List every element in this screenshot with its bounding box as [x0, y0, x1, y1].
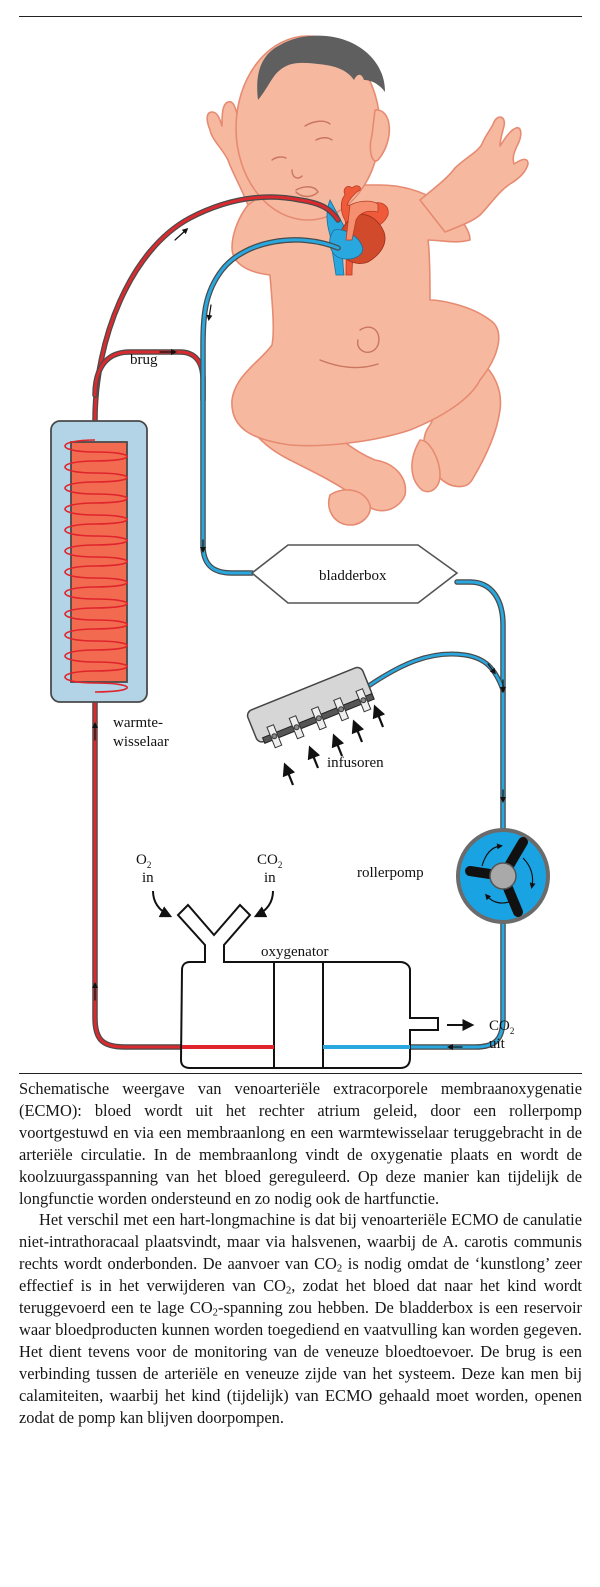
roller-pump: [456, 828, 550, 924]
baby-hair: [257, 35, 385, 100]
infusor-valve: [360, 697, 367, 704]
label-bridge: brug: [130, 352, 158, 368]
infusion-arrow: [307, 745, 321, 769]
infusion-arrow: [372, 704, 386, 728]
infusion-arrow: [282, 762, 296, 786]
infusor-manifold: [246, 666, 386, 786]
caption-paragraph-1: Schematische weergave van venoarteriële …: [19, 1079, 582, 1208]
label-heat-exchanger-1: warmte-: [113, 715, 163, 731]
label-o2-in: O2: [136, 852, 151, 870]
baby-eye-left: [271, 156, 287, 161]
baby-right-foot: [411, 439, 441, 493]
infusor-valve: [271, 733, 278, 740]
figure-caption: Schematische weergave van venoarteriële …: [19, 1078, 582, 1429]
baby-illustration: [206, 35, 529, 526]
caption-rule: [19, 1073, 582, 1074]
label-infusors: infusoren: [327, 755, 384, 771]
baby-left-foot: [328, 489, 372, 526]
co2-in-arrow: [253, 890, 274, 918]
venous-line: [200, 237, 506, 1050]
label-bladderbox: bladderbox: [319, 568, 387, 584]
infusor-valve: [293, 724, 300, 731]
label-oxygenator: oxygenator: [261, 944, 328, 960]
label-o2-in-word: in: [142, 870, 154, 886]
label-heat-exchanger-2: wisselaar: [113, 734, 169, 750]
baby-ear: [369, 109, 391, 162]
label-roller-pump: rollerpomp: [357, 865, 424, 881]
infusor-valve: [338, 706, 345, 713]
bladderbox: [250, 544, 459, 604]
baby-eyebrow: [304, 120, 331, 127]
label-co2-out: CO2: [489, 1018, 514, 1036]
infusion-arrow: [331, 733, 345, 757]
caption-paragraph-2: Het verschil met een hart-longmachine is…: [19, 1210, 582, 1427]
heart-illustration: [326, 185, 389, 276]
infusion-arrow: [351, 719, 365, 743]
label-co2-out-word: uit: [489, 1036, 506, 1052]
infusor-valve: [315, 715, 322, 722]
oxygenator: [176, 903, 439, 1069]
ecmo-diagram: brug warmte- wisselaar bladderbox infuso…: [50, 35, 550, 1069]
baby-navel: [357, 326, 380, 353]
baby-eye: [315, 137, 333, 141]
o2-in-arrow: [152, 890, 173, 918]
baby-belly-fold: [319, 359, 379, 369]
baby-right-arm: [419, 116, 529, 233]
heat-exchanger: [50, 420, 148, 703]
baby-nose: [291, 169, 303, 179]
top-rule: [19, 16, 582, 17]
label-co2-in: CO2: [257, 852, 282, 870]
label-co2-in-word: in: [264, 870, 276, 886]
baby-mouth: [295, 186, 319, 198]
